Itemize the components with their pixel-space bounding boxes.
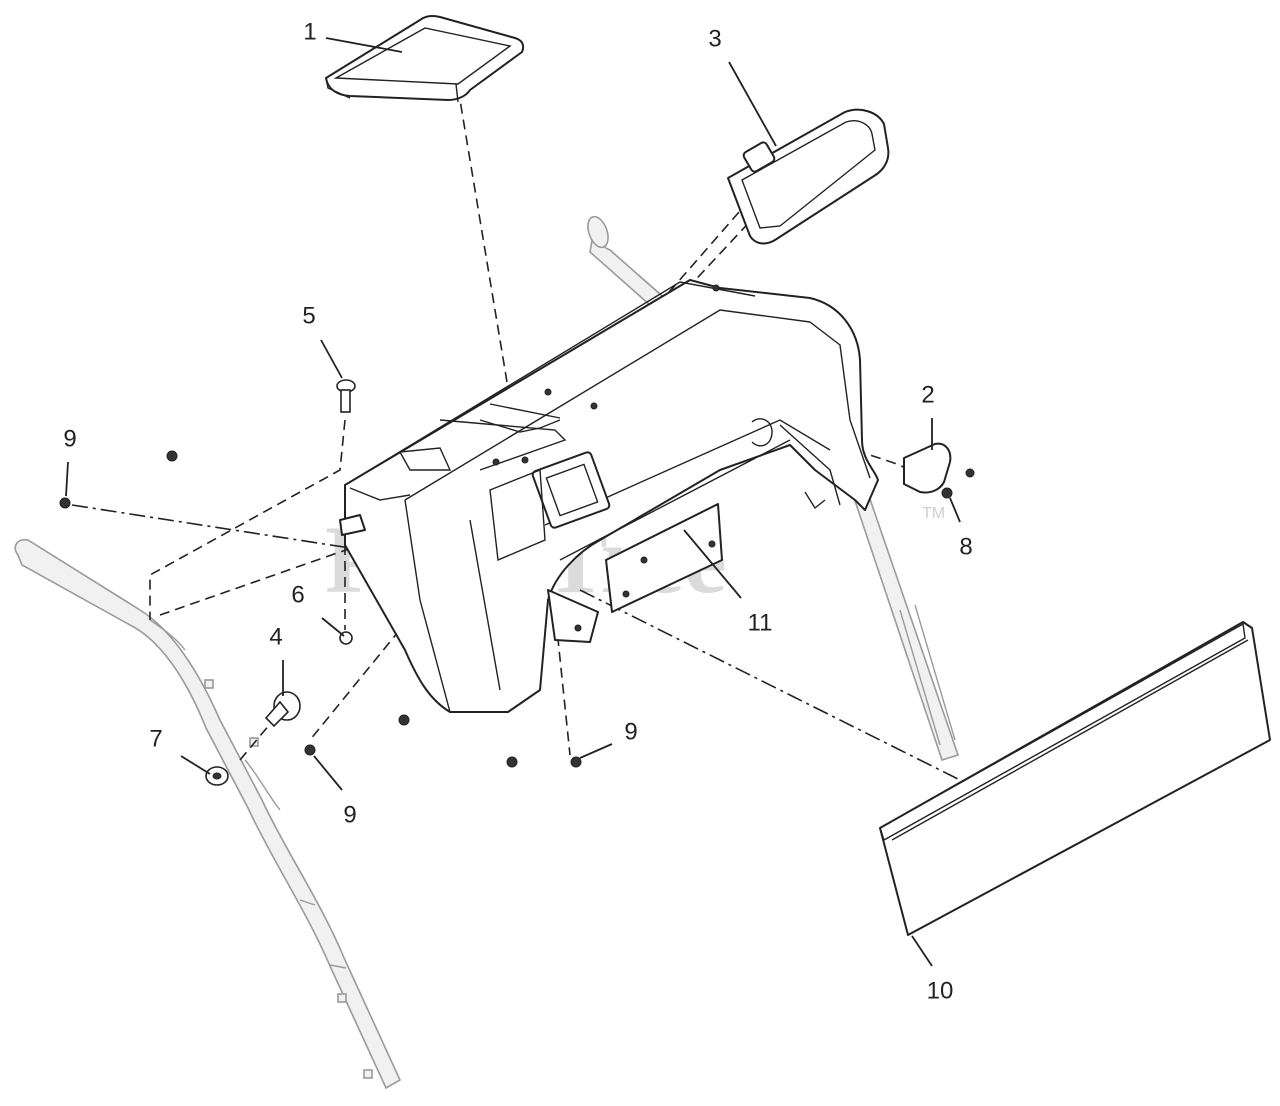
- callout-1: 1: [303, 18, 316, 45]
- callout-9-right: 9: [624, 718, 637, 745]
- callout-9-bottom: 9: [343, 801, 356, 828]
- callout-5: 5: [302, 302, 315, 329]
- part-11-bracket-plate: [605, 503, 723, 613]
- leader-lines: [65, 37, 961, 967]
- callouts: 1 2 3 4 5 6 7 8 9 9 9 10 11: [63, 18, 972, 1004]
- hardware: [59, 379, 975, 786]
- callout-2: 2: [921, 381, 934, 408]
- part-10-panel: [879, 621, 1271, 936]
- callout-7: 7: [149, 725, 162, 752]
- callout-9-left: 9: [63, 425, 76, 452]
- main-console-panel: [339, 279, 879, 713]
- callout-3: 3: [708, 25, 721, 52]
- callout-10: 10: [927, 977, 954, 1004]
- callout-8: 8: [959, 533, 972, 560]
- left-handle-tube: [14, 538, 402, 1090]
- part-1-cover: [325, 15, 525, 103]
- callout-4: 4: [269, 623, 282, 650]
- callout-6: 6: [291, 581, 304, 608]
- part-3-grip: [727, 108, 890, 245]
- callout-11: 11: [748, 609, 773, 636]
- watermark-tm: TM: [922, 505, 945, 522]
- part-2-bracket: [903, 442, 952, 494]
- right-handle-tube: [587, 215, 960, 761]
